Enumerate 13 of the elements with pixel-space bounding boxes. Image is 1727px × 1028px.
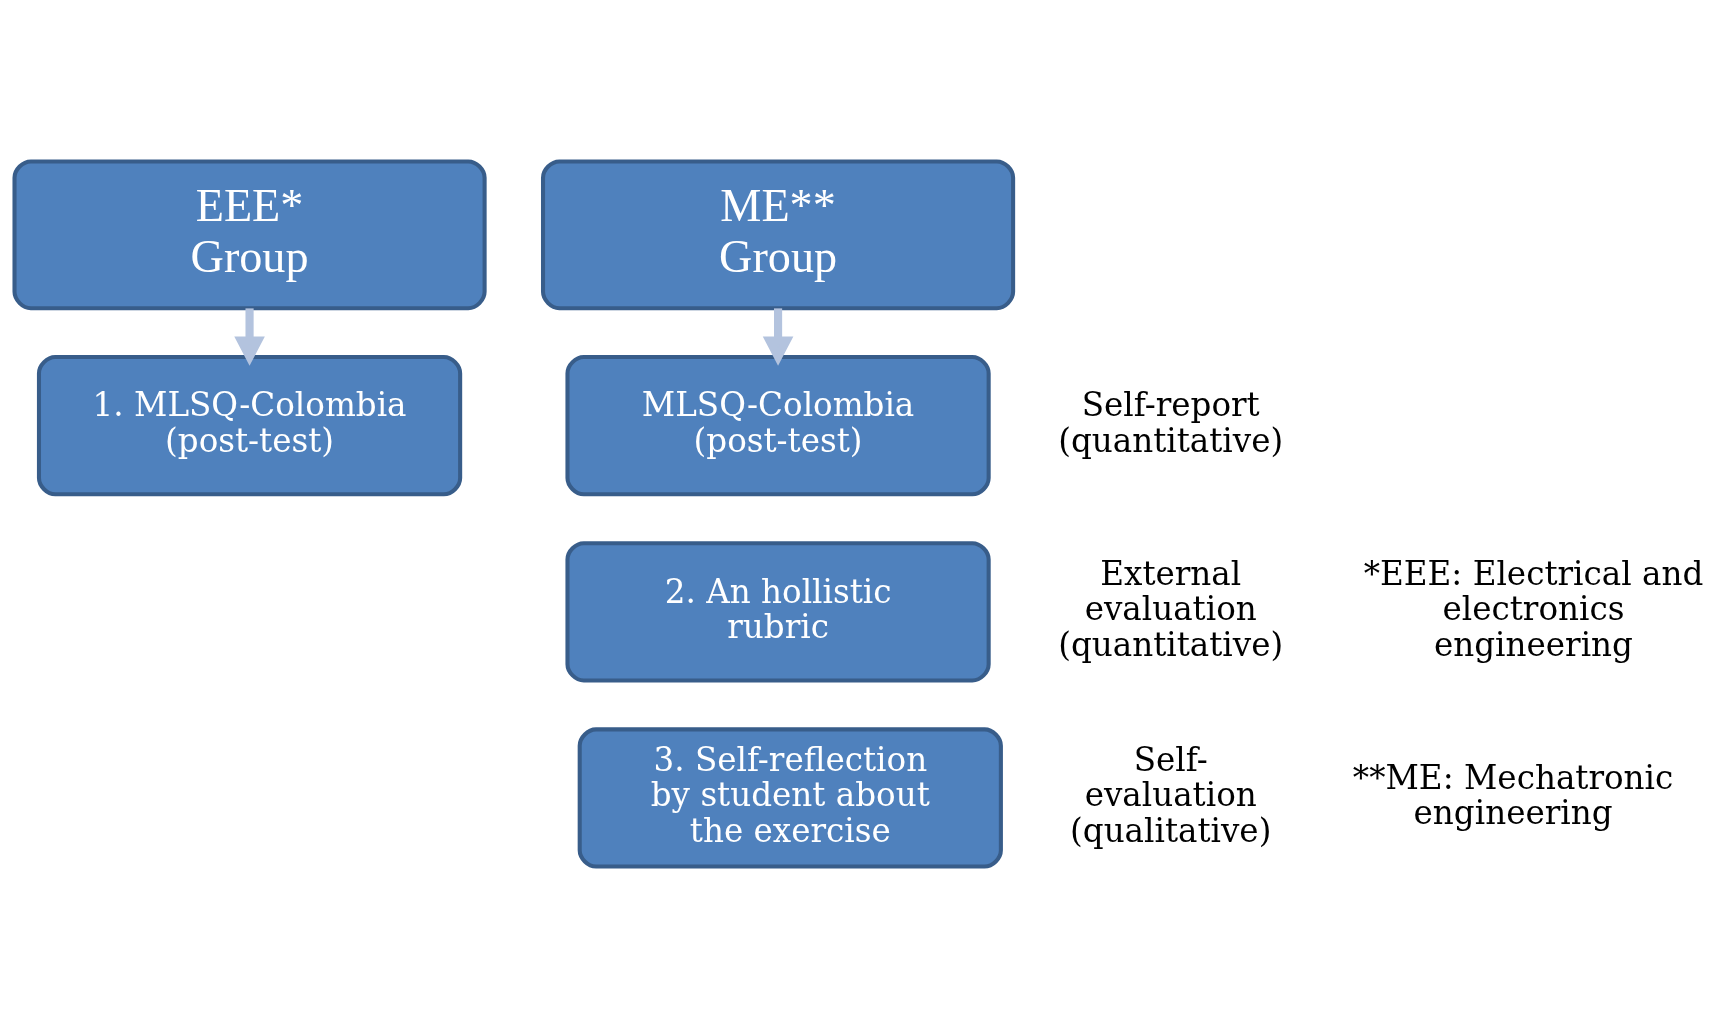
label: **ME: Mechatronic engineering bbox=[1352, 758, 1673, 833]
node-box: ME** Group bbox=[540, 159, 1015, 311]
node-box: 2. An hollistic rubric bbox=[564, 541, 991, 683]
arrow bbox=[233, 308, 265, 366]
label: Self-evaluation (qualitative) bbox=[1069, 741, 1271, 850]
arrow bbox=[762, 308, 793, 366]
node-box: 3. Self-reflection by student about the exercise bbox=[577, 727, 1003, 869]
label: *EEE: Electrical and electronics engineering bbox=[1363, 554, 1703, 664]
node-box: 1. MLSQ-Colombia (post-test) bbox=[36, 355, 462, 497]
label: External evaluation (quantitative) bbox=[1057, 554, 1283, 664]
node-box: EEE* Group bbox=[11, 159, 487, 311]
node-box: MLSQ-Colombia (post-test) bbox=[564, 355, 991, 497]
label: Self-report (quantitative) bbox=[1057, 386, 1283, 460]
